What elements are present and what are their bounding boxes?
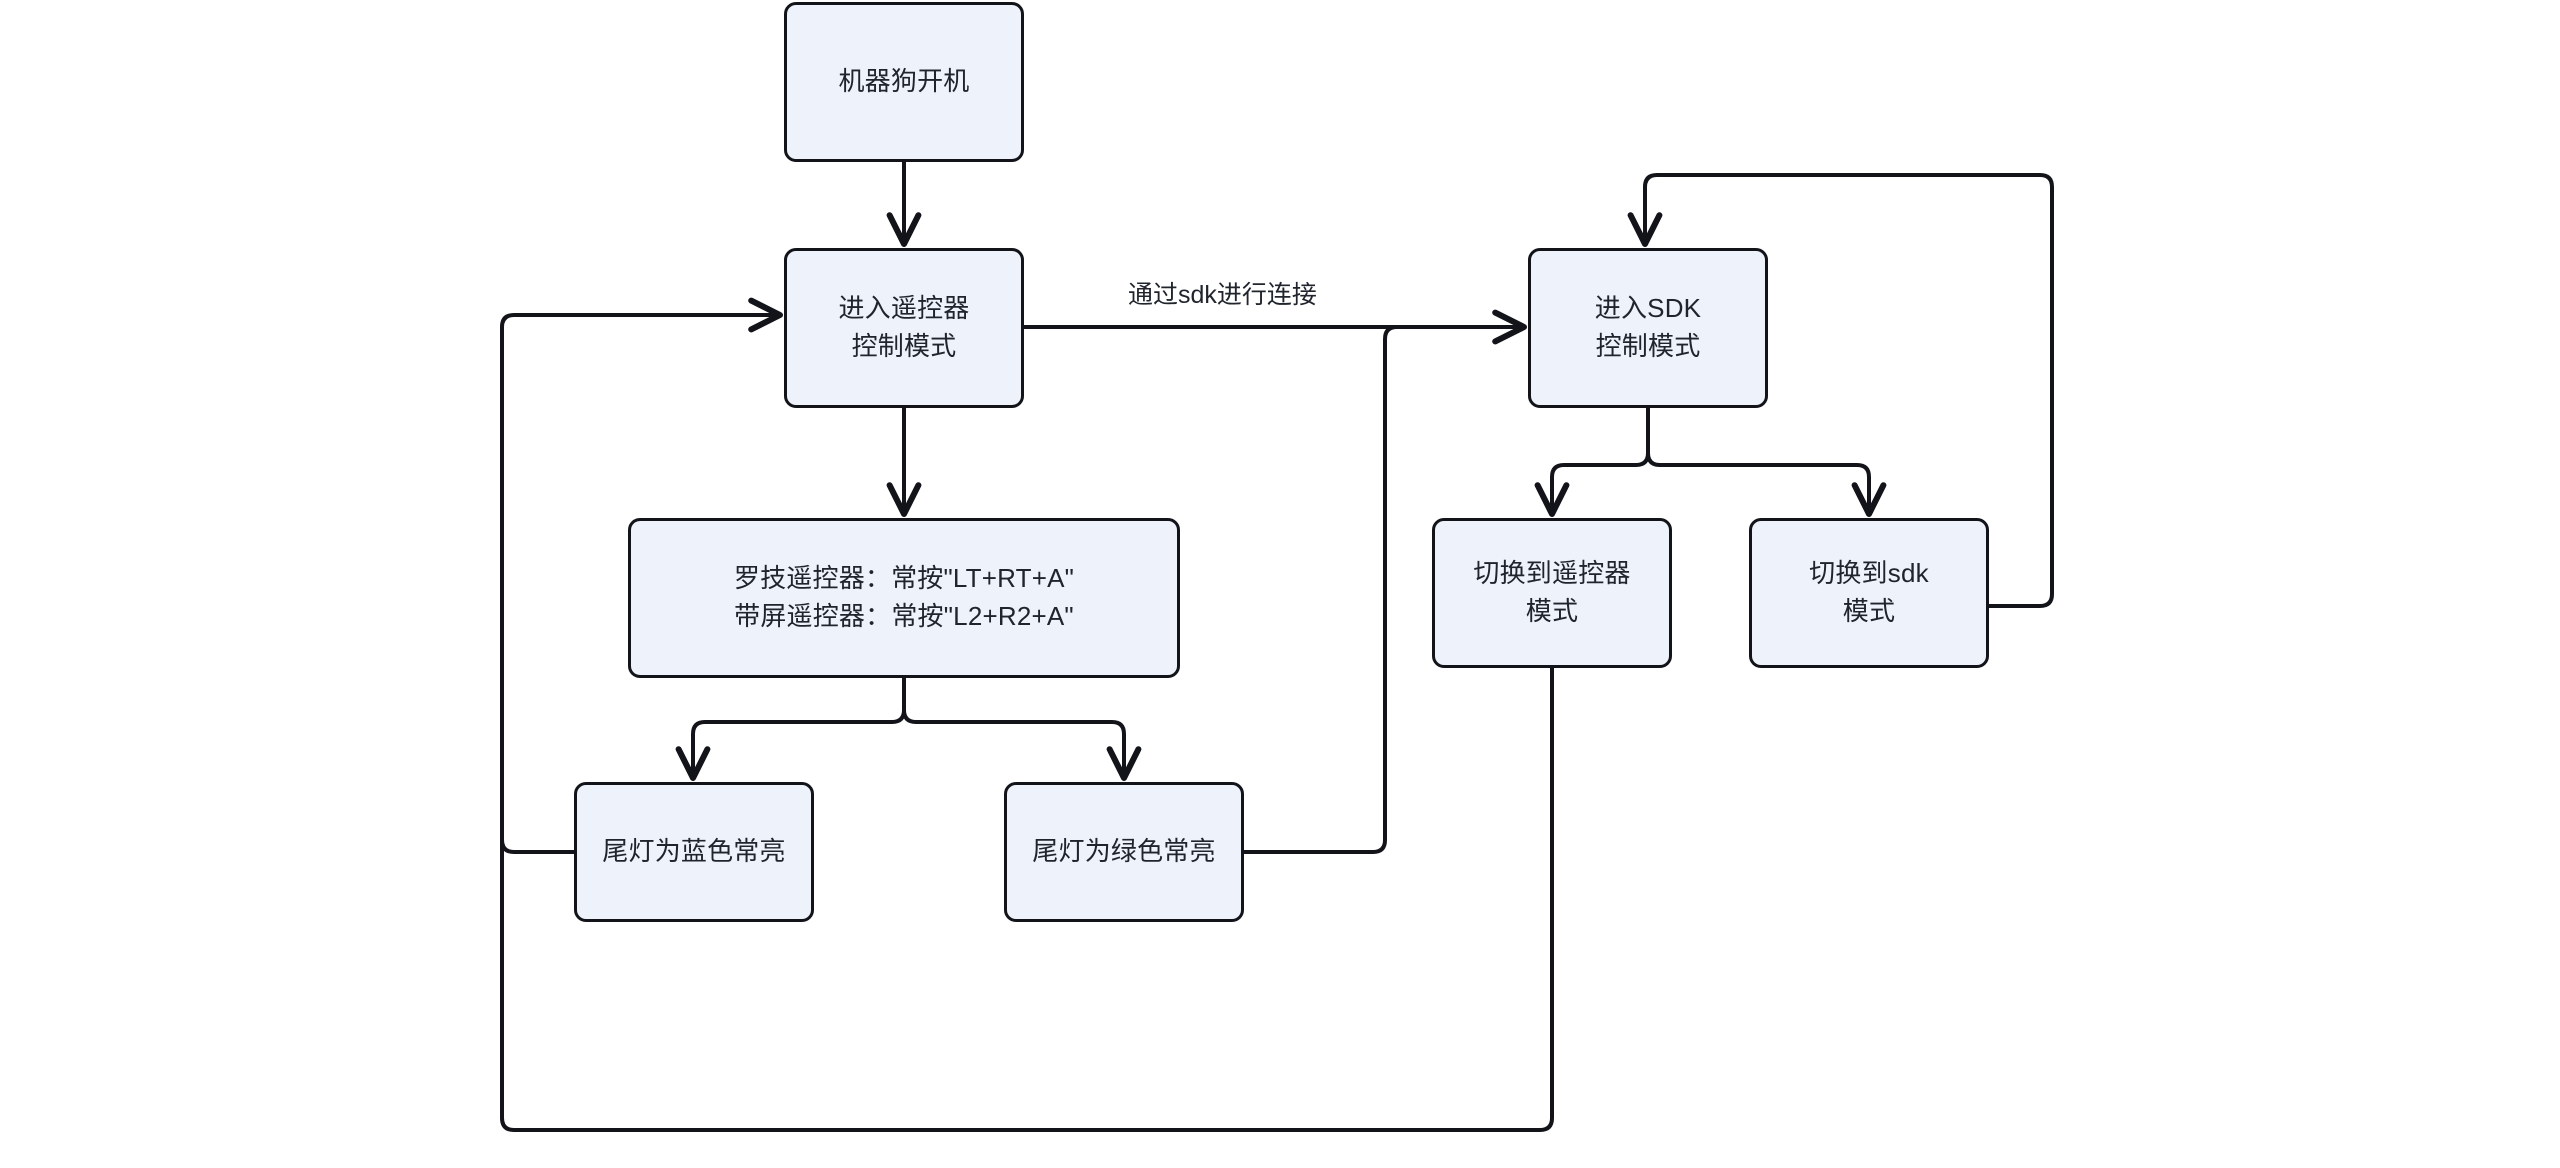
node-controller-keys[interactable]: 罗技遥控器：常按"LT+RT+A" 带屏遥控器：常按"L2+R2+A" <box>628 518 1180 678</box>
node-taillight-blue[interactable]: 尾灯为蓝色常亮 <box>574 782 814 922</box>
edge-green-to-sdk <box>1244 325 1398 854</box>
edge-sdk-to-switch-sdk <box>1646 408 1887 518</box>
edge-sdk-to-switch-remote <box>1534 408 1650 518</box>
node-remote-control-mode-label: 进入遥控器 控制模式 <box>838 293 970 361</box>
edge-switch-sdk-to-sdk <box>1627 173 2054 608</box>
node-switch-to-remote[interactable]: 切换到遥控器 模式 <box>1432 518 1672 668</box>
edge-keys-to-green <box>902 678 1142 782</box>
node-taillight-blue-label: 尾灯为蓝色常亮 <box>602 836 786 867</box>
node-switch-to-remote-label: 切换到遥控器 模式 <box>1473 558 1631 626</box>
edge-label-sdk-connect: 通过sdk进行连接 <box>1122 278 1323 312</box>
node-remote-control-mode[interactable]: 进入遥控器 控制模式 <box>784 248 1024 408</box>
node-taillight-green-label: 尾灯为绿色常亮 <box>1032 836 1216 867</box>
edge-switch-remote-to-remote <box>500 327 1554 1132</box>
node-switch-to-sdk[interactable]: 切换到sdk 模式 <box>1749 518 1989 668</box>
node-sdk-control-mode[interactable]: 进入SDK 控制模式 <box>1528 248 1768 408</box>
node-taillight-green[interactable]: 尾灯为绿色常亮 <box>1004 782 1244 922</box>
node-power-on[interactable]: 机器狗开机 <box>784 2 1024 162</box>
node-sdk-control-mode-label: 进入SDK 控制模式 <box>1594 293 1702 361</box>
edge-keys-to-blue <box>675 678 906 782</box>
node-controller-keys-label: 罗技遥控器：常按"LT+RT+A" 带屏遥控器：常按"L2+R2+A" <box>733 563 1075 631</box>
node-switch-to-sdk-label: 切换到sdk 模式 <box>1809 558 1929 626</box>
node-power-on-label: 机器狗开机 <box>838 66 970 97</box>
